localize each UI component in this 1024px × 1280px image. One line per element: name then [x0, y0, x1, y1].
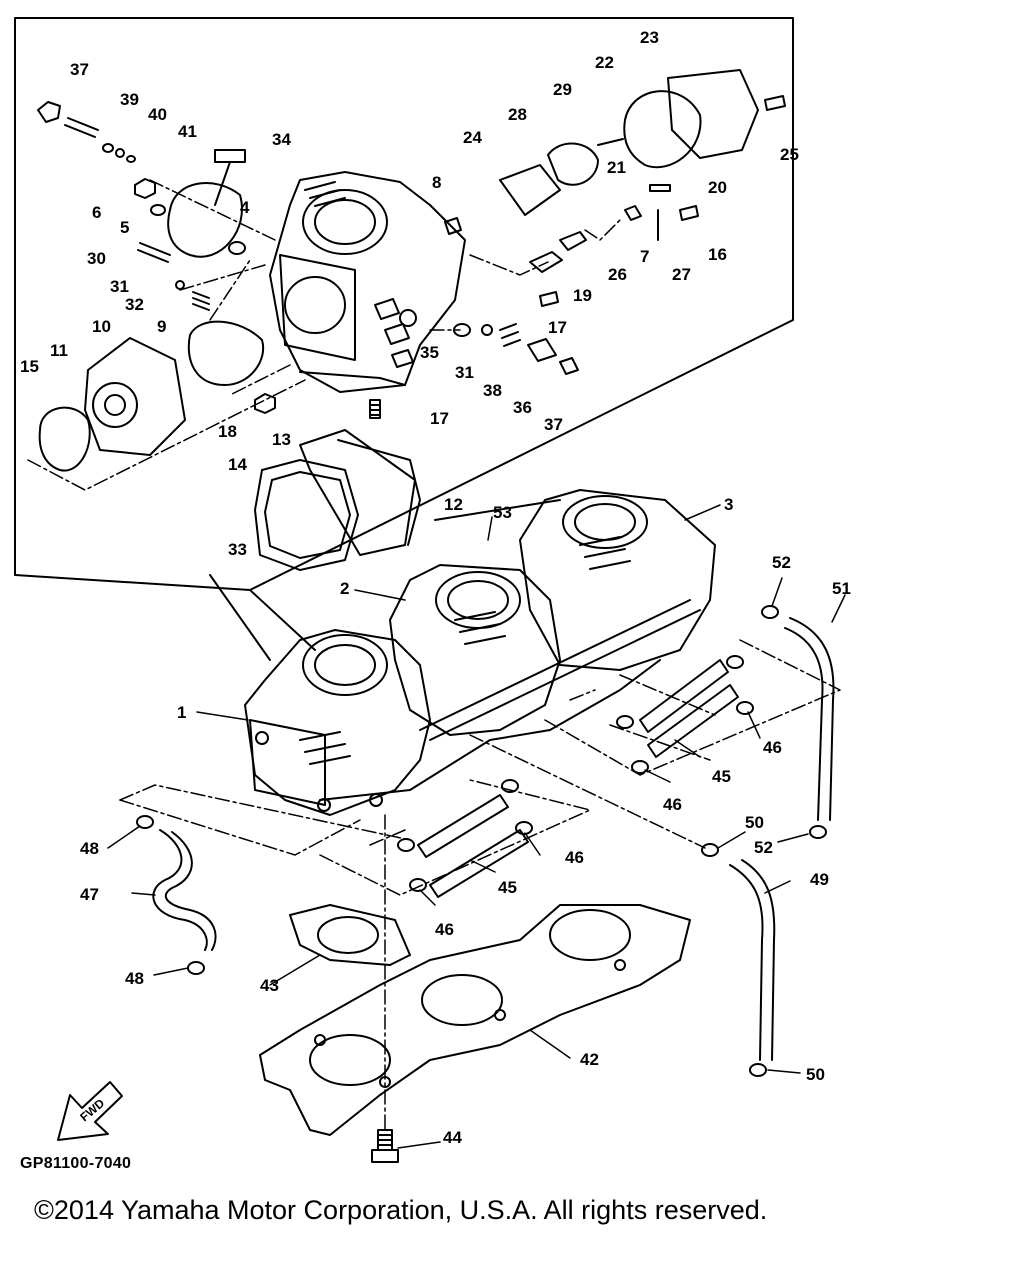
diagram-code: GP81100-7040 — [20, 1155, 132, 1172]
callout-29: 29 — [553, 80, 572, 99]
callout-48a: 48 — [80, 839, 99, 858]
callout-51: 51 — [832, 579, 851, 598]
callout-50b: 50 — [806, 1065, 825, 1084]
hose-51 — [784, 617, 835, 821]
callout-18: 18 — [218, 422, 237, 441]
callout-24: 24 — [463, 128, 482, 147]
inset-carburetor-body — [269, 171, 466, 393]
callout-25: 25 — [780, 145, 799, 164]
hose-47 — [152, 829, 217, 951]
callout-46d: 46 — [435, 920, 454, 939]
callout-15: 15 — [20, 357, 39, 376]
main-assembly-lines — [119, 639, 841, 1131]
callout-10: 10 — [92, 317, 111, 336]
callout-1: 1 — [177, 703, 186, 722]
intake-manifold-42 — [259, 904, 691, 1136]
inset-small-parts — [37, 69, 786, 472]
callout-52a: 52 — [772, 553, 791, 572]
callout-11: 11 — [50, 341, 68, 360]
callout-45b: 45 — [498, 878, 517, 897]
callout-8: 8 — [432, 173, 441, 192]
callout-13: 13 — [272, 430, 291, 449]
callout-3: 3 — [724, 495, 733, 514]
callout-9: 9 — [157, 317, 166, 336]
callout-5: 5 — [120, 218, 129, 237]
callout-34: 34 — [272, 130, 291, 149]
callout-42: 42 — [580, 1050, 599, 1069]
inset-leader-left — [209, 574, 271, 661]
callout-28: 28 — [508, 105, 527, 124]
copyright-notice: ©2014 Yamaha Motor Corporation, U.S.A. A… — [34, 1195, 768, 1225]
callout-50a: 50 — [745, 813, 764, 832]
callout-38: 38 — [483, 381, 502, 400]
callout-22: 22 — [595, 53, 614, 72]
callout-14: 14 — [228, 455, 247, 474]
callout-23: 23 — [640, 28, 659, 47]
hose-49 — [729, 859, 776, 1061]
callout-26: 26 — [608, 265, 627, 284]
callout-47: 47 — [80, 885, 99, 904]
callout-31b: 31 — [455, 363, 474, 382]
callout-17a: 17 — [548, 318, 567, 337]
hose-45-upper — [639, 659, 739, 758]
bolt-44 — [371, 1129, 399, 1163]
callout-40: 40 — [148, 105, 167, 124]
callout-numbers: 1 2 3 4 5 6 7 8 9 10 11 12 13 14 15 16 1… — [20, 28, 851, 1147]
callout-52b: 52 — [754, 838, 773, 857]
callout-53: 53 — [493, 503, 512, 522]
callout-12: 12 — [444, 495, 463, 514]
hose-clamps — [136, 605, 827, 1077]
callout-36: 36 — [513, 398, 532, 417]
callout-46c: 46 — [565, 848, 584, 867]
callout-21: 21 — [607, 158, 626, 177]
callout-39: 39 — [120, 90, 139, 109]
callout-27: 27 — [672, 265, 691, 284]
callout-32: 32 — [125, 295, 144, 314]
callout-37b: 37 — [544, 415, 563, 434]
callout-49: 49 — [810, 870, 829, 889]
fwd-label: FWD — [77, 1096, 107, 1125]
callout-6: 6 — [92, 203, 101, 222]
callout-2: 2 — [340, 579, 349, 598]
callout-43: 43 — [260, 976, 279, 995]
gasket-43 — [289, 904, 411, 966]
inset-leader-right — [249, 589, 316, 651]
callout-41: 41 — [178, 122, 197, 141]
callout-37a: 37 — [70, 60, 89, 79]
callout-33: 33 — [228, 540, 247, 559]
callout-20: 20 — [708, 178, 727, 197]
callout-19: 19 — [573, 286, 592, 305]
callout-30: 30 — [87, 249, 106, 268]
inset-gasket-set — [254, 429, 421, 571]
callout-17b: 17 — [430, 409, 449, 428]
inset-assembly-lines — [27, 179, 621, 491]
carburetor-assembly — [244, 489, 716, 816]
callout-35: 35 — [420, 343, 439, 362]
callout-4: 4 — [240, 198, 250, 217]
callout-46b: 46 — [663, 795, 682, 814]
callout-45a: 45 — [712, 767, 731, 786]
callout-leaders — [107, 504, 846, 1149]
fwd-arrow-icon — [57, 1081, 123, 1141]
callout-44: 44 — [443, 1128, 462, 1147]
callout-16: 16 — [708, 245, 727, 264]
detail-inset-frame — [14, 17, 794, 591]
hose-45-lower — [417, 794, 529, 898]
callout-48b: 48 — [125, 969, 144, 988]
callout-46a: 46 — [763, 738, 782, 757]
callout-7: 7 — [640, 247, 649, 266]
callout-31a: 31 — [110, 277, 129, 296]
